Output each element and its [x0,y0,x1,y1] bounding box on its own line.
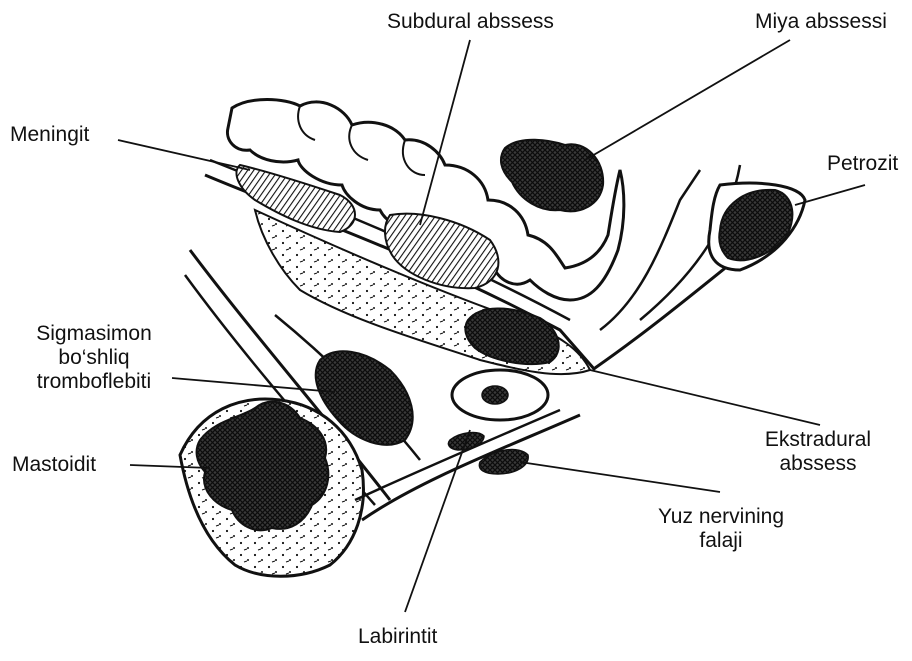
label-sinus-line3: tromboflebiti [14,370,174,394]
label-mastoiditis: Mastoidit [12,453,96,477]
leader-yuz [520,462,720,492]
leader-sigma [172,378,335,392]
label-labyrinthitis: Labirintit [358,625,437,649]
leader-meningit [118,140,250,170]
label-facial-line2: falaji [646,529,796,553]
label-extradural-abscess: Ekstradural abssess [748,428,888,476]
label-subdural-abscess: Subdural abssess [387,10,554,34]
label-petrositis: Petrozit [827,152,898,176]
label-brain-abscess: Miya abssessi [755,10,887,34]
leader-ekstradural [590,370,820,425]
label-extradural-line2: abssess [748,452,888,476]
label-sinus-line1: Sigmasimon [14,322,174,346]
leader-miya [585,40,790,160]
labyrinth-lesion [482,386,508,404]
label-facial-line1: Yuz nervining [646,505,796,529]
label-sinus-thrombophlebitis: Sigmasimon bo‘shliq tromboflebiti [14,322,174,394]
label-meningitis: Meningit [10,123,89,147]
brain-abscess-lesion [501,140,603,212]
label-extradural-line1: Ekstradural [748,428,888,452]
label-sinus-line2: bo‘shliq [14,346,174,370]
leader-labirintit [405,430,470,612]
label-facial-nerve-palsy: Yuz nervining falaji [646,505,796,553]
leader-petrozit [795,185,865,205]
